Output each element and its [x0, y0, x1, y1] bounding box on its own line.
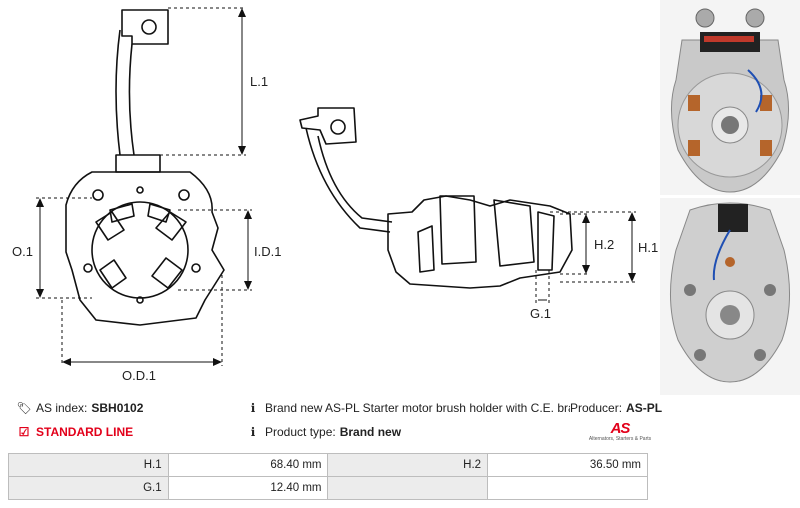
lead-wire	[115, 29, 135, 156]
product-type-row: ℹ Product type: Brand new	[245, 424, 401, 440]
description-text: Brand new AS-PL Starter motor brush hold…	[265, 401, 597, 415]
terminal-lug	[121, 9, 169, 45]
brand-logo-tagline: Alternators, Starters & Parts	[588, 436, 652, 442]
spec-key: H.1	[8, 453, 169, 477]
description-row: ℹ Brand new AS-PL Starter motor brush ho…	[245, 400, 597, 416]
table-row: H.1 68.40 mm H.2 36.50 mm	[8, 453, 648, 477]
table-row: G.1 12.40 mm	[8, 476, 648, 500]
label-h2: H.2	[594, 237, 614, 252]
specs-table: H.1 68.40 mm H.2 36.50 mm G.1 12.40 mm	[8, 453, 648, 500]
spec-value: 36.50 mm	[487, 453, 648, 477]
spec-value-empty	[487, 476, 648, 500]
info-icon: ℹ	[250, 401, 256, 415]
side-terminal-lug	[299, 107, 357, 145]
label-id1: I.D.1	[254, 244, 281, 259]
product-type-value: Brand new	[339, 425, 402, 439]
standard-line-label: STANDARD LINE	[36, 425, 134, 439]
producer-label: Producer:	[570, 401, 623, 415]
as-index-label: AS index:	[36, 401, 88, 415]
as-index-value: SBH0102	[91, 401, 144, 415]
spec-value: 12.40 mm	[167, 476, 329, 500]
brand-logo: AS Alternators, Starters & Parts	[585, 420, 655, 446]
product-photos	[660, 0, 800, 395]
product-type-label: Product type:	[265, 425, 336, 439]
product-photo-bottom	[660, 198, 800, 395]
info-icon: ℹ	[250, 425, 256, 439]
spec-key-empty	[327, 476, 489, 500]
as-index-row: 🏷 AS index: SBH0102	[16, 400, 143, 416]
side-lead-wire	[305, 127, 393, 233]
label-h1: H.1	[638, 240, 658, 255]
producer-value: AS-PL	[626, 401, 663, 415]
spec-value: 68.40 mm	[167, 453, 329, 477]
tag-icon: 🏷	[16, 401, 32, 415]
label-g1: G.1	[530, 306, 551, 321]
technical-drawing: L.1 O.1 I.D.1 O.D.1 H.2 H.1 G.1	[12, 7, 658, 383]
brand-logo-mark: AS	[610, 420, 631, 437]
checkbox-icon: ☑	[18, 425, 30, 439]
spec-key: G.1	[8, 476, 169, 500]
spec-key: H.2	[327, 453, 489, 477]
brush-holder-plate	[65, 171, 225, 326]
producer-row: Producer: AS-PL	[570, 400, 663, 416]
label-l1: L.1	[250, 74, 268, 89]
side-body	[387, 195, 573, 289]
label-od1: O.D.1	[122, 368, 156, 383]
label-o1: O.1	[12, 244, 33, 259]
product-photo-top	[660, 0, 800, 195]
standard-line-row: ☑ STANDARD LINE	[16, 424, 134, 440]
